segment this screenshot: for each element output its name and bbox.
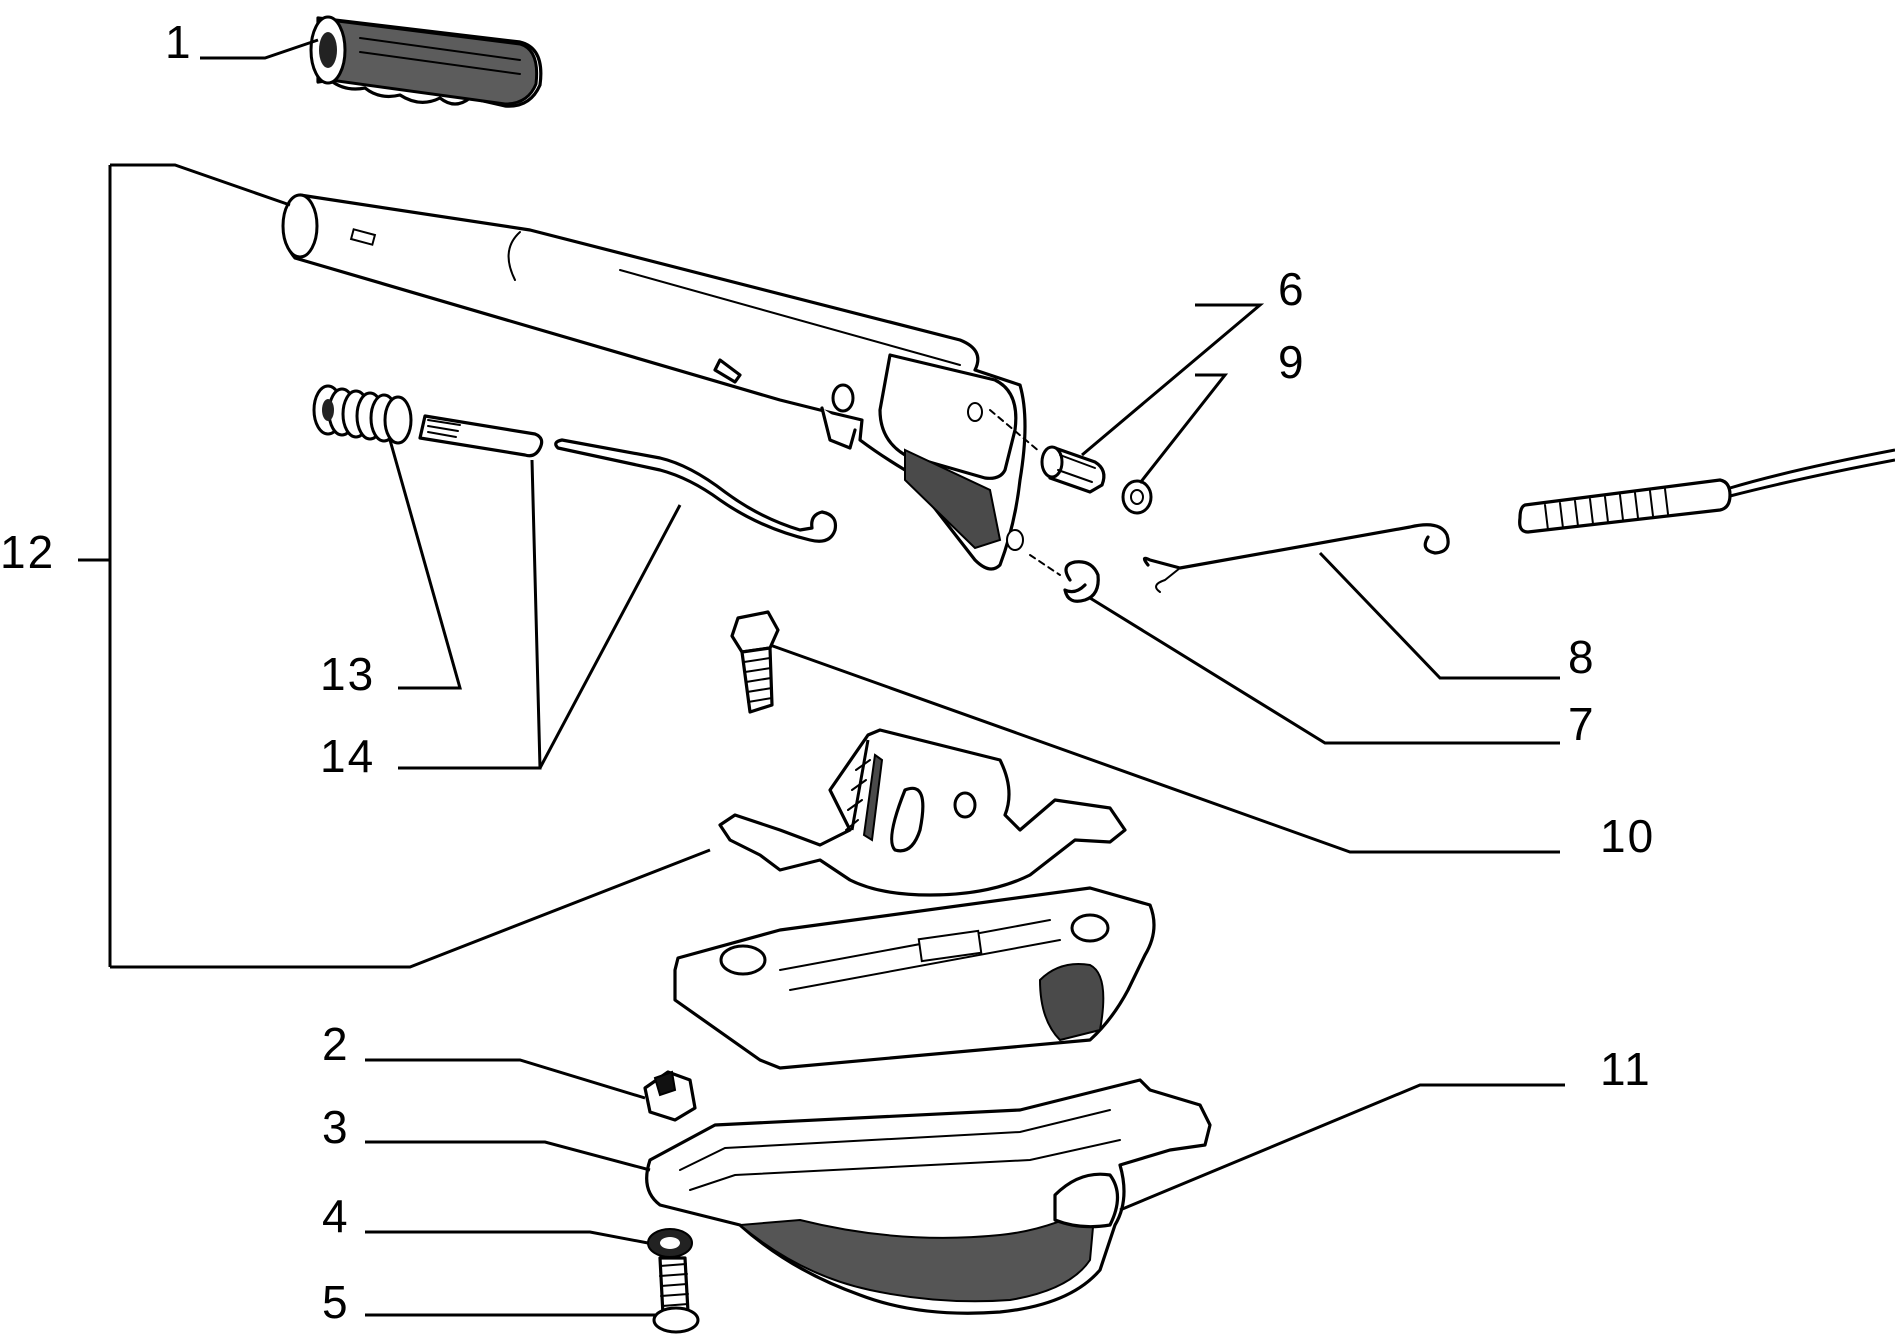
- grip-handle: [309, 15, 543, 108]
- callout-3: 3: [322, 1101, 350, 1153]
- leader-11: [1119, 1083, 1565, 1212]
- callout-11: 11: [1600, 1043, 1652, 1095]
- leader-8: [1318, 551, 1560, 680]
- pawl-rod: [418, 414, 544, 458]
- mounting-bracket: [645, 1078, 1212, 1315]
- leader-1: [200, 38, 319, 60]
- hand-brake-lever: [281, 193, 1027, 571]
- callout-12: 12: [0, 526, 55, 578]
- leader-lines: [78, 38, 1565, 1317]
- ratchet-sector: [718, 728, 1127, 897]
- callout-14: 14: [320, 730, 375, 782]
- callout-13: 13: [320, 648, 375, 700]
- callout-9: 9: [1278, 336, 1306, 388]
- leader-13: [388, 439, 462, 690]
- screw: [652, 1256, 700, 1334]
- threaded-cable: [1518, 448, 1895, 534]
- leader-6: [1081, 303, 1265, 457]
- base-bracket: [673, 886, 1156, 1070]
- leader-2: [365, 1058, 646, 1100]
- clip: [1029, 554, 1100, 603]
- callout-4: 4: [322, 1190, 350, 1242]
- washer-small: [647, 1228, 693, 1258]
- return-spring-rod: [1142, 523, 1450, 593]
- leader-4: [365, 1230, 649, 1245]
- spring: [312, 384, 413, 445]
- leader-12-top: [110, 163, 291, 207]
- callout-6: 6: [1278, 263, 1306, 315]
- callout-1: 1: [165, 16, 193, 68]
- callout-7: 7: [1568, 698, 1596, 750]
- leader-3: [365, 1140, 651, 1172]
- callout-10: 10: [1600, 810, 1655, 862]
- leader-7: [1089, 596, 1560, 745]
- washer: [1121, 479, 1153, 515]
- bolt: [730, 610, 780, 714]
- leader-10: [769, 643, 1560, 854]
- callout-5: 5: [322, 1276, 350, 1328]
- leader-9: [1138, 373, 1229, 484]
- leader-12-bottom: [110, 848, 711, 969]
- callout-8: 8: [1568, 631, 1596, 683]
- release-rod: [554, 438, 838, 543]
- leader-14: [398, 459, 542, 770]
- callout-numbers: 1 12 13 14 6 9 8 7 10 11 2 3 4 5: [0, 16, 1655, 1328]
- leader-14b: [538, 504, 682, 769]
- pin: [989, 409, 1106, 494]
- callout-2: 2: [322, 1018, 350, 1070]
- nut: [643, 1070, 697, 1122]
